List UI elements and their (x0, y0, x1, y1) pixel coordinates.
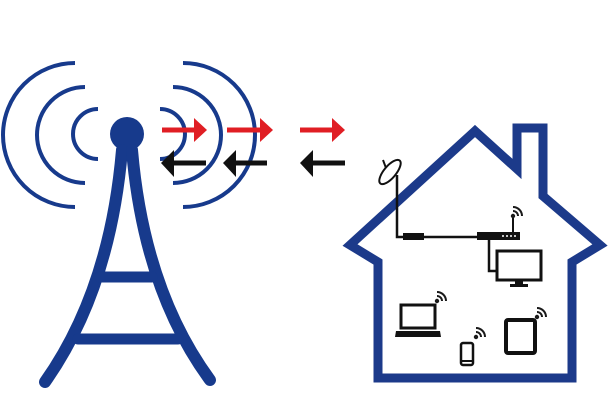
uplink-arrow-icon (227, 118, 273, 142)
downlink-arrow-icon (300, 150, 345, 177)
router-icon (477, 206, 523, 240)
signal-wave-icon (1, 61, 257, 209)
satellite-dish-icon (378, 158, 402, 186)
downlink-arrow-icon (161, 150, 206, 177)
modem-icon (403, 233, 424, 240)
monitor-icon (495, 249, 543, 287)
downlink-arrow-icon (223, 150, 267, 177)
cell-tower-icon (39, 117, 216, 388)
tablet-icon (504, 307, 547, 355)
wifi-icon (472, 327, 486, 341)
uplink-arrow-icon (300, 118, 345, 142)
smartphone-icon (459, 327, 486, 367)
wifi-icon (533, 307, 547, 321)
uplink-arrow-icon (162, 118, 207, 142)
uplink-arrows (162, 118, 345, 142)
tower-antenna-ball (110, 117, 144, 151)
cable (395, 175, 486, 239)
cable-monitor (487, 240, 497, 273)
laptop-icon (395, 291, 447, 337)
house-icon (342, 123, 608, 383)
wifi-icon (509, 206, 523, 220)
tower-right-leg (126, 144, 216, 386)
wifi-icon (433, 291, 447, 305)
downlink-arrows (161, 150, 345, 177)
